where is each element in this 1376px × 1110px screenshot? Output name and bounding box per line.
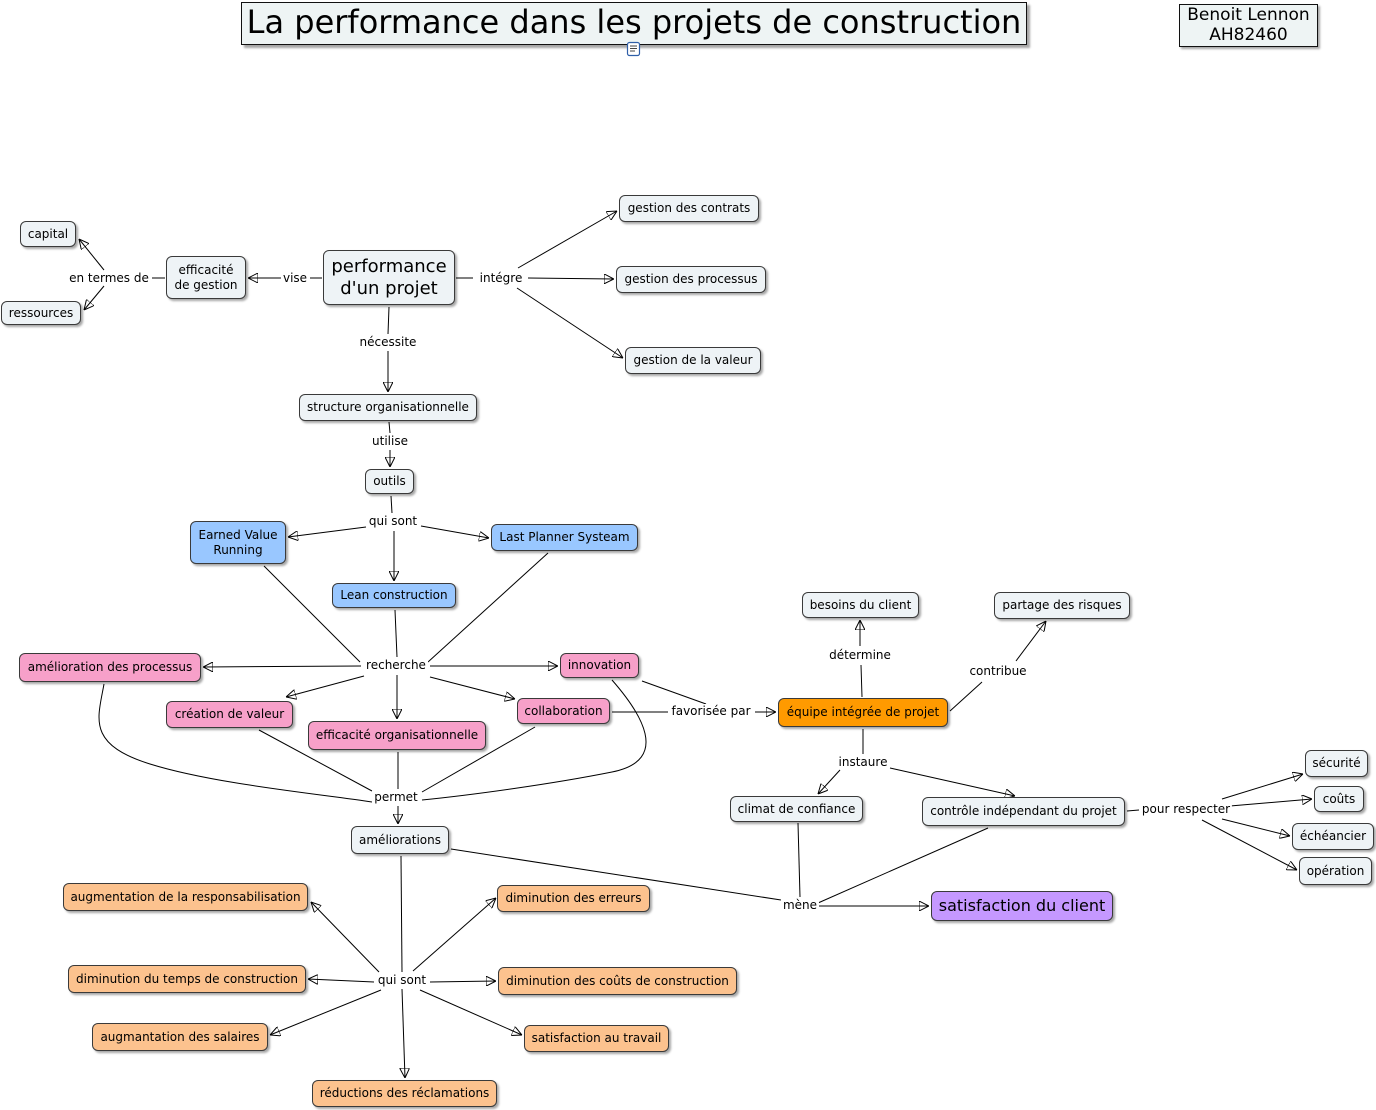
concept-ameliorations: améliorations [351,826,449,854]
concept-satisfaction-client: satisfaction du client [931,891,1113,921]
connector-collaboration-permet [421,726,536,793]
link-permet: permet [372,790,420,804]
link-pour-respecter: pour respecter [1139,802,1233,816]
author-box: Benoit Lennon AH82460 [1179,4,1318,47]
link-necessite: nécessite [357,335,419,349]
connector-pour-respecter-echeancier [1221,818,1290,836]
connector-structure-utilise [388,421,391,434]
concept-satisfaction-travail: satisfaction au travail [524,1025,669,1052]
author-id: AH82460 [1209,25,1288,45]
concept-diminution-couts: diminution des coûts de construction [498,967,737,995]
connector-amelioration-processus-permet [98,683,373,803]
connector-equipe-contribue [949,681,983,712]
connector-qui-sont-diminution-couts [429,981,496,982]
connector-integre-contrats [517,211,617,269]
author-name: Benoit Lennon [1187,5,1310,25]
concept-gestion-processus: gestion des processus [616,266,766,293]
connector-climat-mene [797,822,801,898]
concept-earned-value-running: Earned Value Running [190,521,286,564]
link-instaure: instaure [836,755,890,769]
connector-qui-sont-diminution-erreurs [412,898,496,972]
connector-qui-sont-satisfaction-travail [419,989,522,1035]
connector-pour-respecter-operation [1201,819,1297,870]
concept-diminution-erreurs: diminution des erreurs [497,885,650,912]
connector-lean-recherche [394,609,398,658]
concept-couts: coûts [1314,786,1364,812]
concept-controle-independant: contrôle indépendant du projet [922,797,1125,826]
link-mene: mène [780,898,820,912]
connector-qui-sont-reductions [402,988,405,1078]
connector-ameliorations-mene [450,848,782,901]
concept-lean-construction: Lean construction [332,583,456,608]
concept-efficacite-organisationnelle: efficacité organisationnelle [308,721,486,750]
connector-ameliorations-qui-sont [400,855,403,973]
connector-controle-mene [817,827,989,904]
connector-last-planner-recherche [427,552,549,663]
connector-integre-processus [527,278,614,279]
concept-innovation: innovation [560,653,639,678]
connector-recherche-collaboration [429,676,515,699]
concept-partage-risques: partage des risques [994,592,1130,619]
connector-equipe-determine [860,664,863,698]
connector-qui-sont-last-planner [420,525,489,538]
concept-reductions-reclamations: réductions des réclamations [312,1080,497,1107]
concept-collaboration: collaboration [517,698,610,724]
connector-outils-qui-sont [390,495,393,514]
connector-earned-value-recherche [263,565,361,663]
concept-amelioration-processus: amélioration des processus [19,653,201,682]
connector-integre-valeur [516,287,623,358]
connector-qui-sont-diminution-temps [308,979,375,982]
concept-last-planner-systeam: Last Planner Systeam [491,524,638,551]
concept-equipe-integree: équipe intégrée de projet [778,698,948,727]
link-determine: détermine [827,648,893,662]
link-qui-sont-ameliorations: qui sont [375,973,429,987]
connector-innovation-favorisee-par [641,680,707,705]
connector-controle-pour-respecter [1126,809,1140,812]
concept-echeancier: échéancier [1292,823,1374,850]
link-vise: vise [280,271,310,285]
concept-augmentation-responsabilisation: augmentation de la responsabilisation [63,883,308,911]
link-qui-sont-outils: qui sont [366,514,420,528]
concept-capital: capital [20,221,76,247]
link-utilise: utilise [370,434,410,448]
link-en-termes-de: en termes de [67,271,151,285]
connector-qui-sont-augmentation-resp [311,902,380,973]
connector-creation-valeur-permet [258,729,373,792]
note-icon[interactable] [626,41,641,57]
connector-instaure-climat [818,769,841,794]
concept-outils: outils [365,469,414,494]
connector-contribue-partage [1015,621,1046,662]
link-favorisee-par: favorisée par [669,704,753,718]
concept-climat-confiance: climat de confiance [730,796,863,822]
connector-recherche-creation-valeur [286,675,365,697]
map-title: La performance dans les projets de const… [241,2,1027,45]
concept-performance: performance d'un projet [323,250,455,305]
concept-efficacite-gestion: efficacité de gestion [166,256,246,299]
concept-securite: sécurité [1305,750,1368,777]
concept-besoins-client: besoins du client [802,592,919,618]
link-contribue: contribue [967,664,1029,678]
connector-qui-sont-augmantation-salaires [270,989,382,1035]
concept-gestion-contrats: gestion des contrats [619,195,759,222]
concept-creation-valeur: création de valeur [166,701,293,728]
connector-recherche-amelioration-processus [203,666,362,667]
connector-en-termes-de-ressources [84,285,105,310]
connector-instaure-controle [889,767,1015,796]
concept-diminution-temps: diminution du temps de construction [68,965,306,993]
link-integre: intégre [477,271,525,285]
concept-gestion-valeur: gestion de la valeur [625,347,761,374]
concept-operation: opération [1299,857,1372,885]
connector-performance-necessite [387,306,390,335]
concept-structure-organisationnelle: structure organisationnelle [299,394,477,421]
connector-en-termes-de-capital [79,239,105,271]
connector-innovation-permet [421,679,647,801]
link-recherche: recherche [364,658,428,672]
concept-ressources: ressources [1,301,81,325]
connector-qui-sont-earned-value [288,526,367,537]
connector-pour-respecter-couts [1229,799,1312,807]
concept-augmantation-salaires: augmantation des salaires [92,1023,268,1051]
connector-pour-respecter-securite [1221,774,1303,800]
